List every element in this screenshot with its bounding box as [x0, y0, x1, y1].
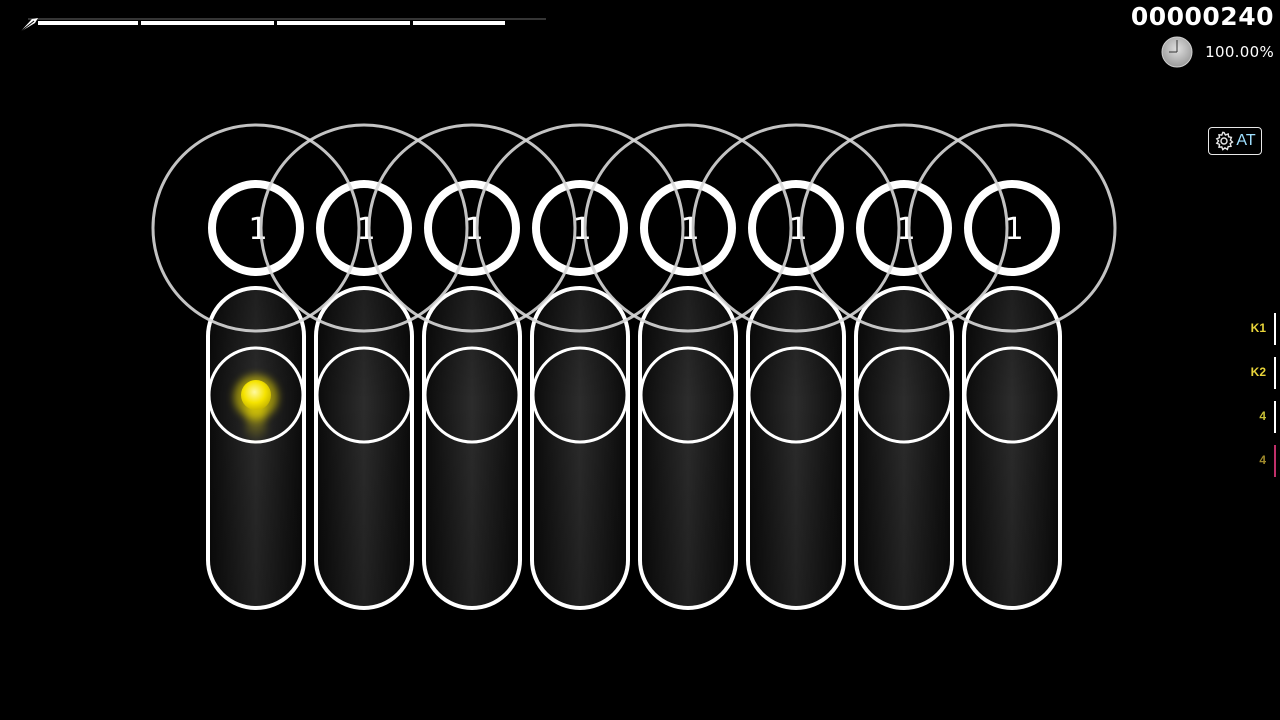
- key-counter-label: 4: [1259, 409, 1266, 423]
- approach-circle: [259, 123, 469, 333]
- key-counter-label: K2: [1250, 365, 1266, 379]
- hit-circle: [532, 180, 628, 276]
- slider: 1: [314, 180, 414, 610]
- accuracy-readout: 100.00%: [1205, 43, 1274, 61]
- hit-circle: [964, 180, 1060, 276]
- key-counter-bar: [1274, 445, 1276, 477]
- slider-follow-circle: [423, 346, 521, 444]
- hit-circle: [208, 180, 304, 276]
- key-counter-bar: [1274, 313, 1276, 345]
- slider: 1: [638, 180, 738, 610]
- gear-icon: [1216, 131, 1234, 151]
- slider: 1: [530, 180, 630, 610]
- slider-ball: [241, 380, 271, 410]
- approach-circle: [799, 123, 1009, 333]
- approach-circle: [475, 123, 685, 333]
- slider: 1: [854, 180, 954, 610]
- feather-icon: [19, 18, 38, 33]
- combo-number: 1: [248, 212, 267, 247]
- slider: 1: [206, 180, 306, 610]
- slider-body-shade: [966, 290, 1058, 606]
- slider-follow-circle: [747, 346, 845, 444]
- approach-circle: [367, 123, 577, 333]
- slider-body-shade: [534, 290, 626, 606]
- approach-circle: [907, 123, 1117, 333]
- hit-circle: [856, 180, 952, 276]
- slider-follow-circle: [963, 346, 1061, 444]
- slider-body-shade: [858, 290, 950, 606]
- health-bar: [19, 18, 546, 33]
- hit-circle: [640, 180, 736, 276]
- key-counter-bar: [1274, 357, 1276, 389]
- key-counter-m2: 4: [1234, 445, 1280, 477]
- key-counter-bar: [1274, 401, 1276, 433]
- key-counter-label: 4: [1259, 453, 1266, 467]
- song-progress-pie: [1161, 36, 1193, 68]
- slider-body-shade: [750, 290, 842, 606]
- slider-body-shade: [318, 290, 410, 606]
- approach-circle: [151, 123, 361, 333]
- key-counter-label: K1: [1250, 321, 1266, 335]
- accuracy-row: 100.00%: [1161, 36, 1274, 68]
- slider-follow-circle: [639, 346, 737, 444]
- slider-follow-circle: [207, 346, 305, 444]
- approach-circle: [583, 123, 793, 333]
- slider-follow-circle: [855, 346, 953, 444]
- hit-circle: [424, 180, 520, 276]
- slider-body-shade: [642, 290, 734, 606]
- slider-follow-circle: [315, 346, 413, 444]
- key-counter-k1: K1: [1234, 313, 1280, 345]
- key-counter-m1: 4: [1234, 401, 1280, 433]
- key-counter-k2: K2: [1234, 357, 1280, 389]
- score-counter: 00000240: [1130, 2, 1274, 31]
- autoplay-mod-badge[interactable]: AT: [1208, 127, 1262, 155]
- slider-follow-circle: [531, 346, 629, 444]
- slider: 1: [422, 180, 522, 610]
- slider-body-shade: [210, 290, 302, 606]
- hit-circle: [316, 180, 412, 276]
- mod-label: AT: [1236, 132, 1256, 149]
- hit-circle: [748, 180, 844, 276]
- slider: 1: [746, 180, 846, 610]
- slider: 1: [962, 180, 1062, 610]
- health-bar-fill: [38, 20, 505, 26]
- combo-number: 1: [1004, 212, 1023, 247]
- approach-circle: [691, 123, 901, 333]
- slider-body-shade: [426, 290, 518, 606]
